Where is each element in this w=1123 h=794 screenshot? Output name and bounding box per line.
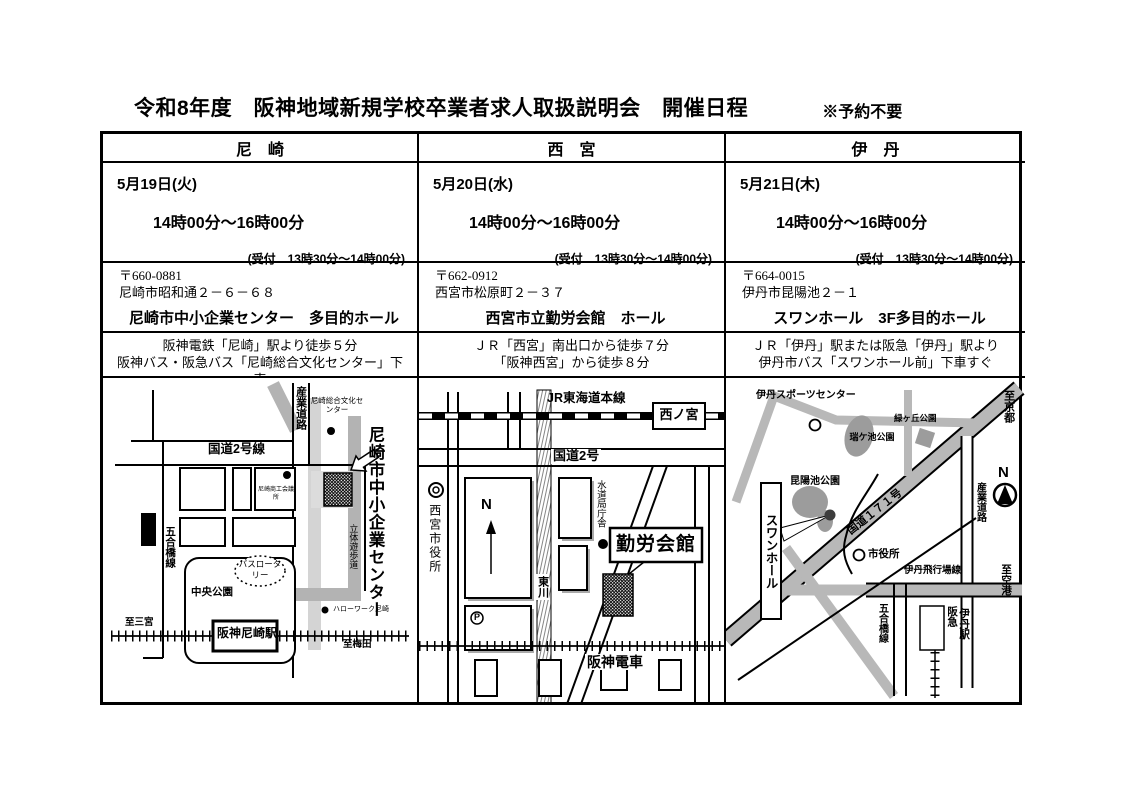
to-airport-label: 至空港 [1000,564,1013,596]
header-nishinomiya: 西 宮 [417,134,724,161]
address: 尼崎市昭和通２－６－６８ [119,284,276,300]
hellowork-label: ハローワーク尼崎 [333,606,389,613]
date: 5月20日(水) [433,176,514,193]
gogobashi-line-label: 五合橋線 [164,526,177,568]
venue-cell-amagasaki: 〒660-0881 尼崎市昭和通２－６－６８ 尼崎市中小企業センター 多目的ホー… [103,261,417,331]
header-itami: 伊 丹 [724,134,1025,161]
gogobashi-line-label: 五合橋線 [876,602,888,644]
venue-name: 西宮市立勤労会館 ホール [485,309,666,327]
airport-line-label: 伊丹飛行場線 [904,565,962,576]
nishinomiya-station-label: 西ノ宮 [659,407,699,422]
north-label: N [481,496,492,513]
to-kyoto-label: 至京都 [1002,390,1015,423]
map-amagasaki: 産業道路 尼崎総合文化センター 国道2号線 尼崎商工会議所 尼崎市中小企業センタ… [103,376,417,702]
postal-code: 〒664-0015 [742,268,805,283]
address: 伊丹市昆陽池２－１ [742,284,860,300]
title-bar: 令和8年度 阪神地域新規学校卒業者求人取扱説明会 開催日程 ※予約不要 [134,92,1022,122]
midorigaoka-park-label: 緑ヶ丘公園 [894,413,937,423]
zuigaike-park-label: 瑞ケ池公園 [849,432,895,442]
notice-sheet: 令和8年度 阪神地域新規学校卒業者求人取扱説明会 開催日程 ※予約不要 尼 崎 … [100,92,1025,705]
to-sannomiya-label: 至三宮 [125,617,154,628]
bunka-center-label: 尼崎総合文化センター [310,396,364,415]
venue-name: 尼崎市中小企業センター 多目的ホール [128,309,399,327]
venue-cell-itami: 〒664-0015 伊丹市昆陽池２－１ スワンホール 3F多目的ホール [724,261,1025,331]
access-line: 伊丹市バス「スワンホール前」下車すぐ [758,355,993,371]
header-amagasaki: 尼 崎 [235,141,284,159]
hankyu-label: 阪急 [946,606,959,627]
parking-icon: P [474,611,481,622]
date: 5月19日(火) [117,176,198,193]
to-umeda-label: 至梅田 [343,639,372,650]
map-nishinomiya: JR東海道本線 西ノ宮 国道2号 西宮市役所 N 水道局庁舎 勤労会館 東川 阪… [417,376,724,702]
elevated-walkway-label: 立体遊歩道 [348,524,359,569]
time: 14時00分～16時00分 [469,215,621,232]
no-reservation-note: ※予約不要 [822,104,903,121]
route2-label: 国道2号 [551,448,602,464]
higashikawa-river-label: 東川 [536,574,549,600]
chamber-of-commerce-label: 尼崎商工会議所 [257,487,294,501]
address: 西宮市松原町２－３７ [435,284,566,300]
access-line: 阪神バス・阪急バス「尼崎総合文化センター」下車 [116,355,403,376]
access-cell-amagasaki: 阪神電鉄「尼崎」駅より徒歩５分 阪神バス・阪急バス「尼崎総合文化センター」下車 [103,331,417,376]
konyoike-park-label: 昆陽池公園 [790,476,840,487]
itami-station-label: 伊丹駅 [958,608,971,640]
date-cell-amagasaki: 5月19日(火) 14時00分～16時00分 (受付 13時30分～14時00分… [103,161,417,266]
date: 5月21日(木) [740,176,821,193]
nishinomiya-map-graphic [419,389,724,702]
venue-name: スワンホール 3F多目的ホール [773,309,986,327]
hanshin-amagasaki-station-label: 阪神尼崎駅 [217,626,278,640]
city-hall-label: 市役所 [868,548,900,560]
date-cell-nishinomiya: 5月20日(水) 14時00分～16時00分 (受付 13時30分～14時00分… [417,161,724,266]
amagasaki-map-graphic [111,381,409,678]
map-itami: 伊丹スポーツセンター 至京都 瑞ケ池公園 緑ヶ丘公園 N 産業道路 昆陽池公園 … [724,376,1025,702]
access-cell-itami: ＪＲ「伊丹」駅または阪急「伊丹」駅より 伊丹市バス「スワンホール前」下車すぐ [724,331,1025,376]
city-hall-label: 西宮市役所 [427,504,442,574]
bus-rotary-label: バスロータリー [238,559,282,581]
north-label: N [998,464,1009,481]
page-title: 令和8年度 阪神地域新規学校卒業者求人取扱説明会 開催日程 [134,97,749,120]
kinro-kaikan-label: 勤労会館 [615,534,696,555]
time: 14時00分～16時00分 [153,215,305,232]
route2-label: 国道2号線 [206,442,267,457]
access-cell-nishinomiya: ＪＲ「西宮」南出口から徒歩７分 「阪神西宮」から徒歩８分 [417,331,724,376]
sme-center-label: 尼崎市中小企業センター [365,426,384,619]
jr-tokaido-line-label: JR東海道本線 [547,391,626,405]
sports-center-label: 伊丹スポーツセンター [756,390,856,401]
sangyo-road-label: 産業道路 [294,386,307,430]
access-line: ＪＲ「伊丹」駅または阪急「伊丹」駅より [752,338,999,353]
access-line: 「阪神西宮」から徒歩８分 [493,355,650,371]
access-line: ＪＲ「西宮」南出口から徒歩７分 [473,338,669,353]
hanshin-railway-label: 阪神電車 [585,654,645,671]
access-line: 阪神電鉄「尼崎」駅より徒歩５分 [162,338,358,353]
chuo-park-label: 中央公園 [191,586,233,598]
time: 14時00分～16時00分 [776,215,928,232]
date-cell-itami: 5月21日(木) 14時00分～16時00分 (受付 13時30分～14時00分… [724,161,1025,266]
postal-code: 〒662-0912 [435,268,498,283]
postal-code: 〒660-0881 [119,268,182,283]
waterworks-office-label: 水道局庁舎 [594,480,606,528]
venue-cell-nishinomiya: 〒662-0912 西宮市松原町２－３７ 西宮市立勤労会館 ホール [417,261,724,331]
swan-hall-label: スワンホール [763,513,778,589]
swan-hall-box: スワンホール [760,482,782,620]
sangyo-road-label: 産業道路 [974,482,986,522]
schedule-table: 尼 崎 西 宮 伊 丹 5月19日(火) 14時00分～16時00分 (受付 1… [100,131,1025,705]
